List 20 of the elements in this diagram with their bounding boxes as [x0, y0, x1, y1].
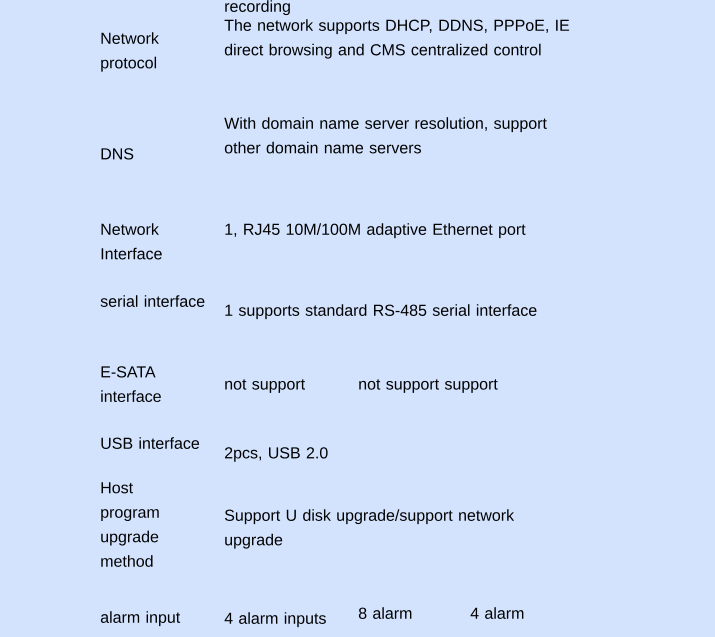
spec-value: Support U disk upgrade/support network upgrade — [224, 509, 514, 549]
spec-label: alarm input — [100, 611, 180, 626]
spec-label: E-SATA interface — [101, 366, 161, 402]
spec-value: With domain name server resolution, support other domain name servers — [224, 117, 547, 154]
spec-label: Host program upgrade method — [101, 482, 159, 567]
spec-value: 4 alarm — [470, 607, 524, 619]
spec-label: Network protocol — [101, 32, 159, 72]
spec-value: not support — [225, 379, 305, 393]
spec-label: Network Interface — [102, 223, 162, 260]
spec-value: not support support — [359, 379, 498, 393]
spec-value: 8 alarm — [358, 607, 412, 619]
spec-value: 4 alarm inputs — [224, 612, 326, 628]
spec-value: 1 supports standard RS-485 serial interface — [225, 304, 536, 320]
spec-label: serial interface — [100, 295, 204, 307]
spec-label: USB interface — [101, 437, 200, 449]
spec-value: 1, RJ45 10M/100M adaptive Ethernet port — [225, 223, 526, 238]
spec-label: DNS — [102, 148, 134, 160]
spec-value: The network supports DHCP, DDNS, PPPoE, IE direct browsing and CMS centralized control — [224, 19, 570, 59]
spec-value: 2pcs, USB 2.0 — [225, 447, 328, 462]
spec-value: recording — [225, 0, 290, 16]
